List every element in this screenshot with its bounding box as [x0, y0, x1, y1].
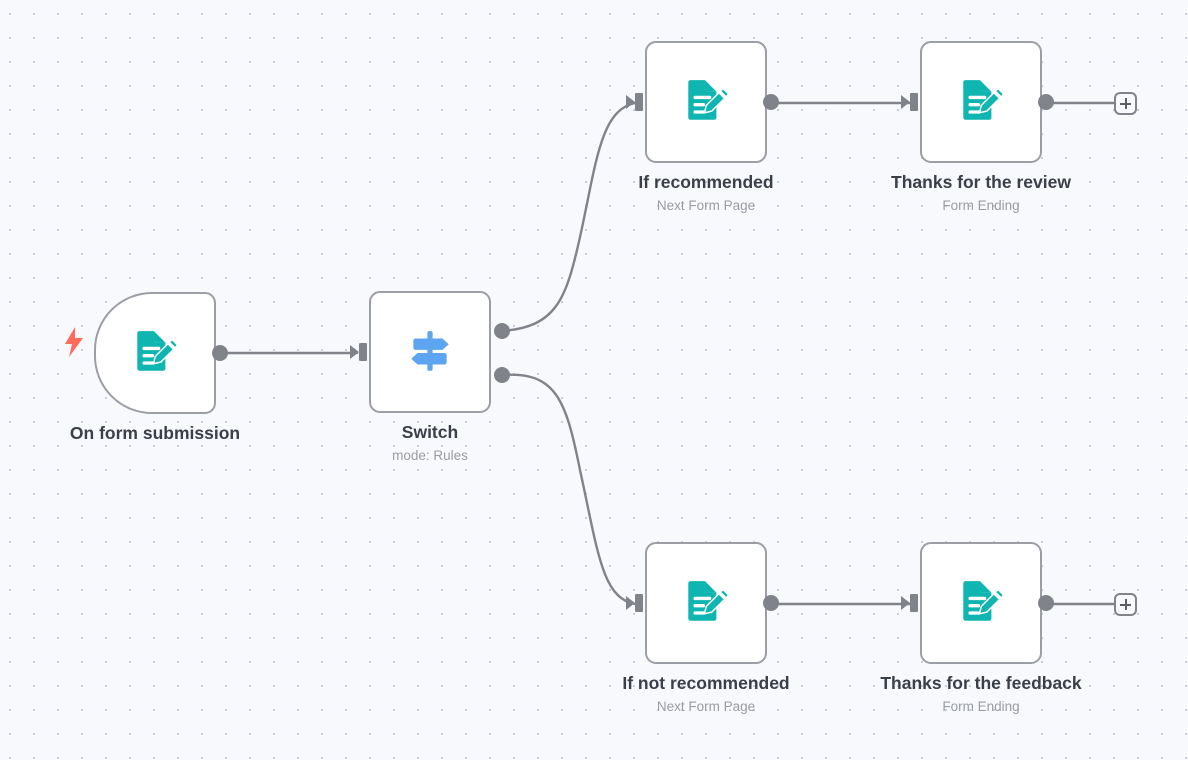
- node-caption: If not recommended Next Form Page: [622, 672, 789, 717]
- add-node-button-bottom[interactable]: [1114, 593, 1137, 616]
- trigger-bolt-icon: [63, 327, 85, 357]
- form-edit-icon: [688, 80, 729, 120]
- node-card[interactable]: [369, 291, 491, 413]
- edge-switch-to-if-not-recommended: [500, 373, 637, 606]
- form-edit-icon: [688, 581, 729, 621]
- output-endpoint[interactable]: [763, 595, 779, 611]
- input-endpoint[interactable]: [626, 592, 648, 614]
- node-card[interactable]: [645, 542, 767, 664]
- node-title: On form submission: [69, 423, 241, 443]
- node-subtitle: Next Form Page: [656, 198, 756, 213]
- node-caption: On form submission: [70, 422, 240, 444]
- form-edit-icon: [963, 80, 1004, 120]
- node-subtitle: Form Ending: [942, 198, 1020, 213]
- input-endpoint[interactable]: [626, 91, 648, 113]
- node-caption: If recommended Next Form Page: [638, 171, 773, 216]
- node-subtitle: Next Form Page: [656, 699, 756, 714]
- output-endpoint[interactable]: [1038, 595, 1054, 611]
- output-endpoint[interactable]: [1038, 94, 1054, 110]
- node-switch[interactable]: Switch mode: Rules: [350, 291, 510, 463]
- edge-switch-to-if-recommended: [500, 101, 637, 333]
- switch-signpost-icon: [411, 331, 449, 371]
- node-if-recommended[interactable]: If recommended Next Form Page: [626, 41, 779, 213]
- form-edit-icon: [137, 331, 178, 371]
- output-endpoint[interactable]: [763, 94, 779, 110]
- node-card[interactable]: [920, 41, 1042, 163]
- node-subtitle: Form Ending: [942, 699, 1020, 714]
- input-endpoint[interactable]: [901, 91, 923, 113]
- node-card[interactable]: [645, 41, 767, 163]
- node-on-form-submission[interactable]: On form submission: [65, 292, 240, 443]
- node-thanks-for-the-review[interactable]: Thanks for the review Form Ending: [891, 41, 1071, 213]
- node-if-not-recommended[interactable]: If not recommended Next Form Page: [622, 542, 790, 714]
- node-caption: Thanks for the feedback Form Ending: [880, 672, 1081, 717]
- node-card[interactable]: [94, 292, 216, 414]
- node-caption: Switch mode: Rules: [392, 421, 468, 466]
- input-endpoint[interactable]: [901, 592, 923, 614]
- node-card[interactable]: [920, 542, 1042, 664]
- node-thanks-for-the-feedback[interactable]: Thanks for the feedback Form Ending: [880, 542, 1082, 714]
- node-title: Thanks for the review: [891, 172, 1071, 192]
- add-node-button-top[interactable]: [1114, 92, 1137, 115]
- node-title: If not recommended: [622, 673, 790, 693]
- input-endpoint[interactable]: [350, 341, 372, 363]
- node-caption: Thanks for the review Form Ending: [891, 171, 1071, 216]
- node-subtitle: mode: Rules: [392, 448, 468, 463]
- form-edit-icon: [963, 581, 1004, 621]
- output-endpoint[interactable]: [212, 345, 228, 361]
- node-title: Thanks for the feedback: [880, 673, 1082, 693]
- node-title: If recommended: [638, 172, 774, 192]
- output-endpoint-1[interactable]: [494, 367, 510, 383]
- output-endpoint-0[interactable]: [494, 323, 510, 339]
- node-title: Switch: [401, 422, 459, 442]
